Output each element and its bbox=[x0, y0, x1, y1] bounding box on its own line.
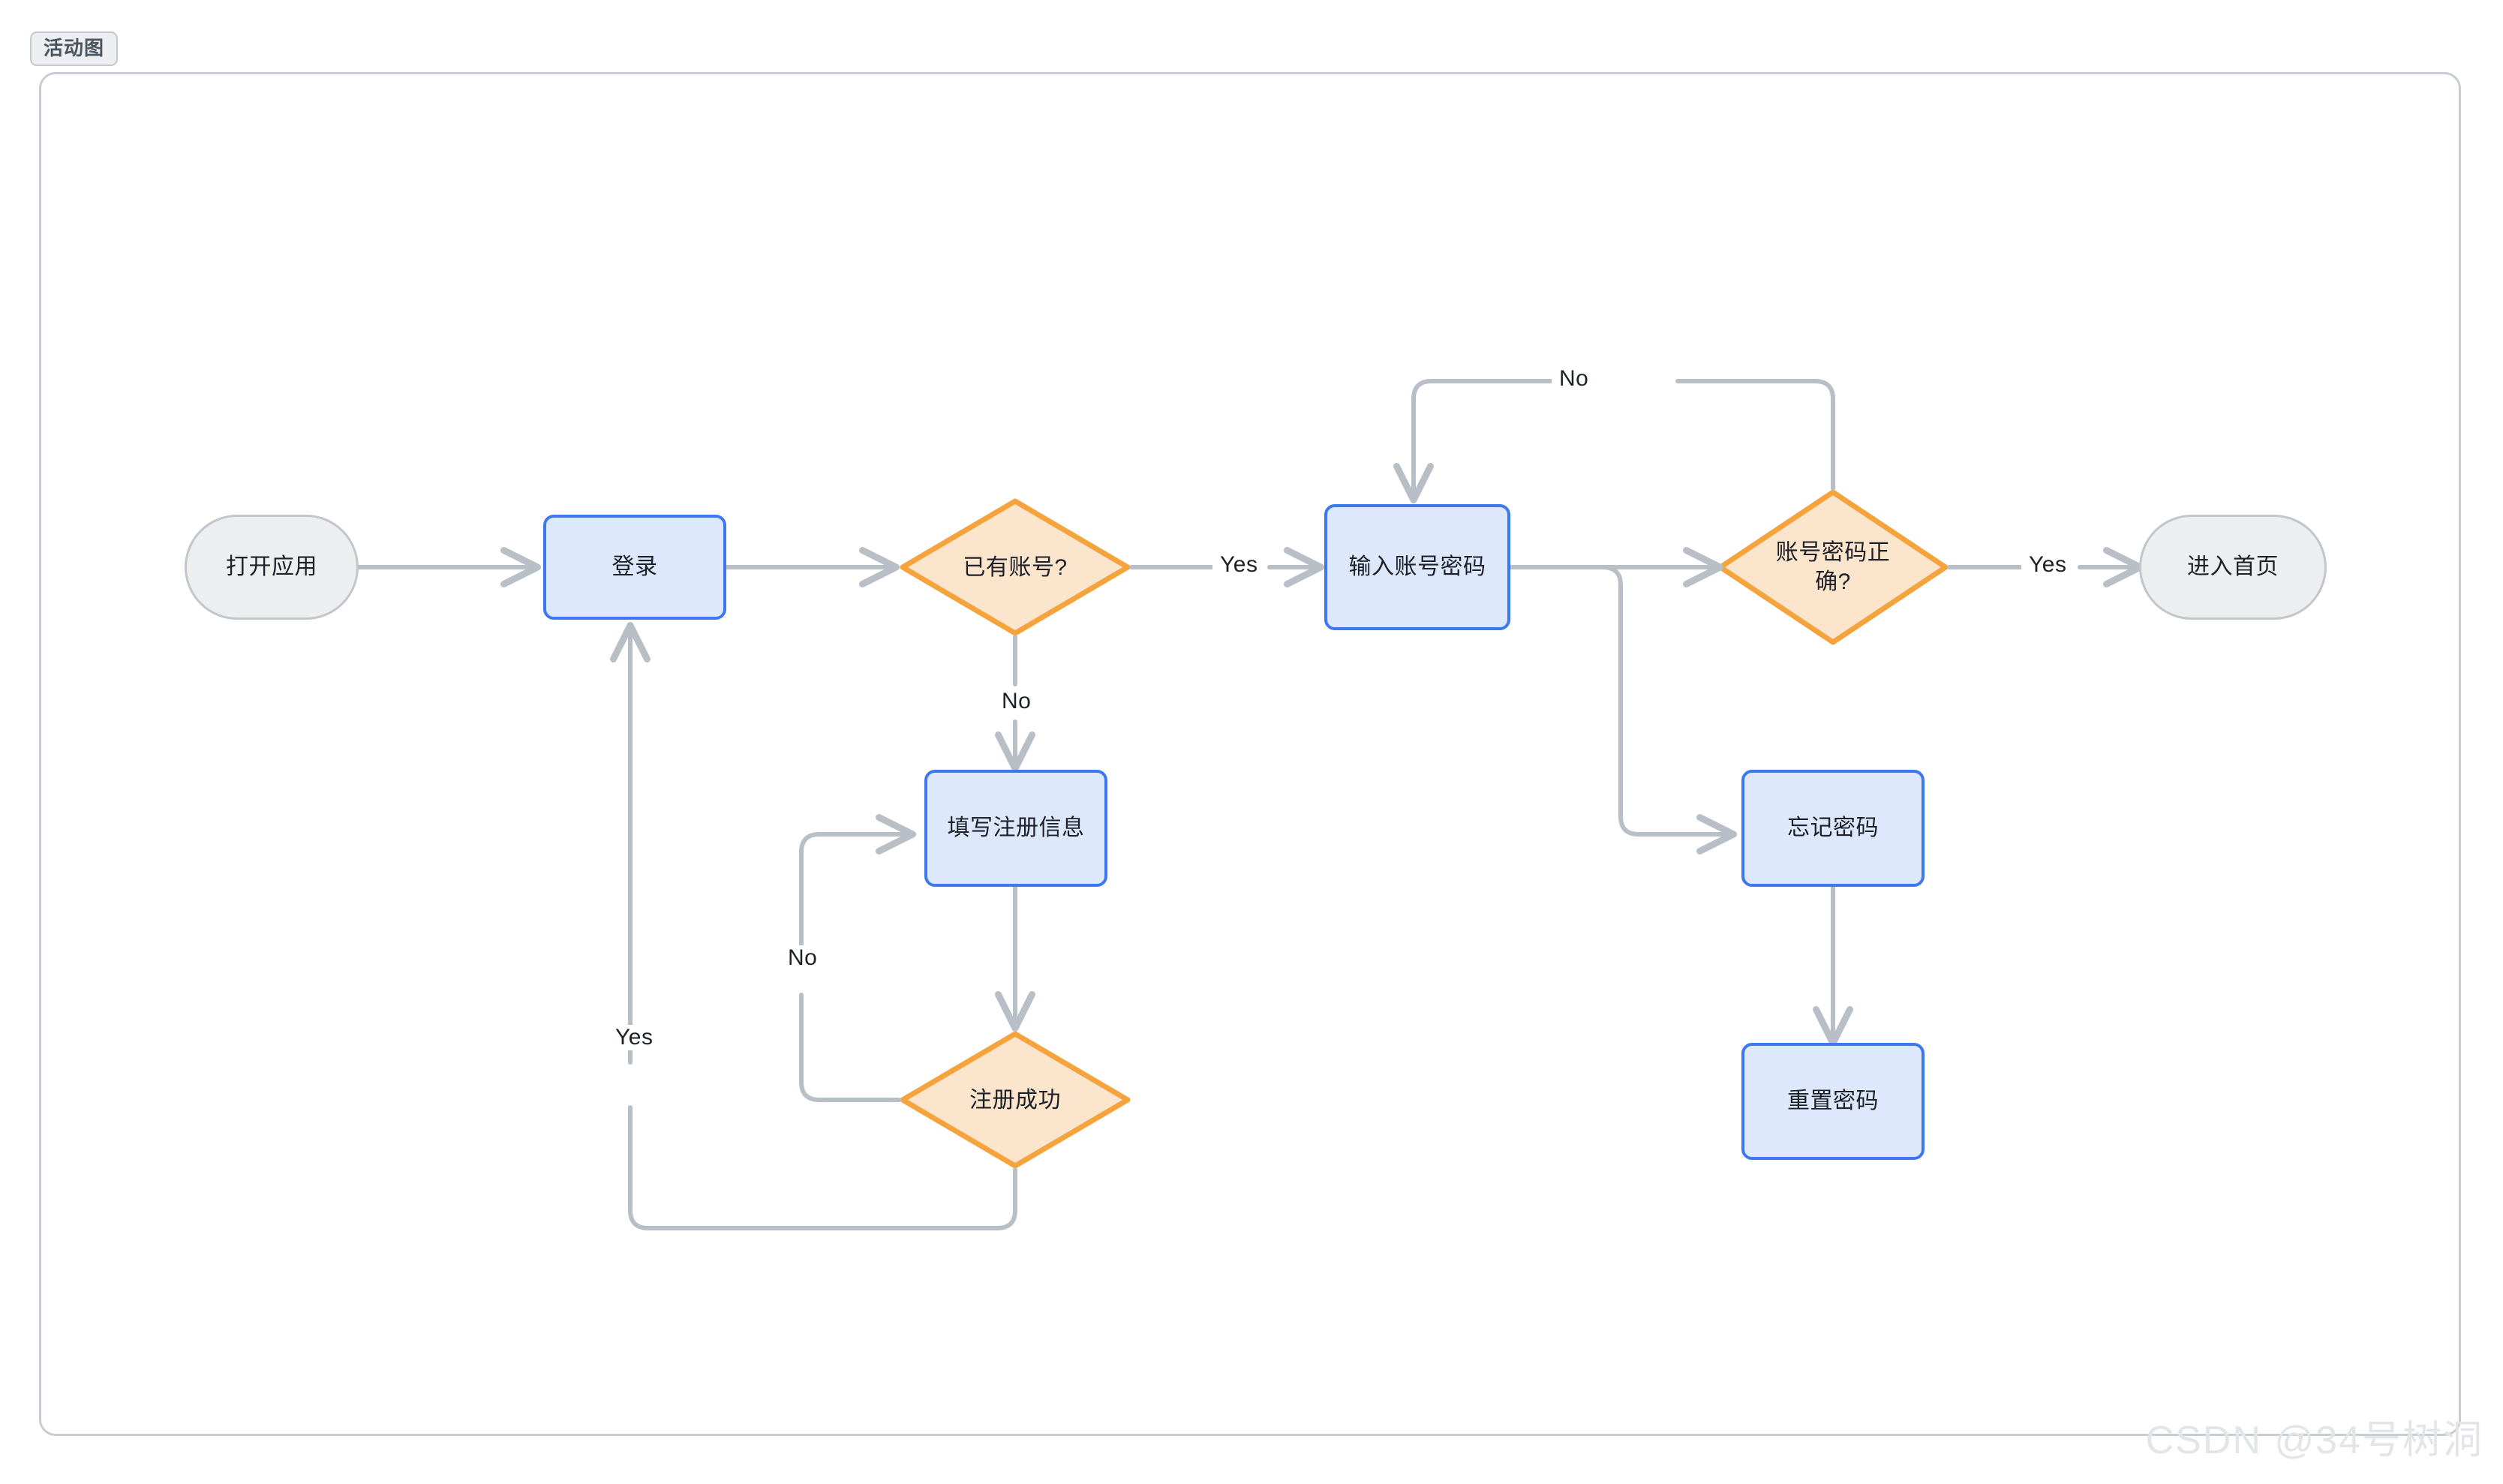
node-fill-register-info-label: 填写注册信息 bbox=[947, 815, 1085, 840]
node-enter-home[interactable]: 进入首页 bbox=[2139, 515, 2327, 620]
edge-register-yes-a bbox=[628, 1105, 1017, 1230]
node-enter-credentials[interactable]: 输入账号密码 bbox=[1324, 504, 1510, 630]
node-login-label: 登录 bbox=[611, 554, 658, 579]
edge-label-register-no: No bbox=[780, 945, 825, 971]
edge-check-no-right bbox=[1675, 379, 1835, 491]
edge-label-have-account-no: No bbox=[994, 689, 1039, 714]
node-enter-credentials-label: 输入账号密码 bbox=[1348, 554, 1486, 579]
node-reset-password-label: 重置密码 bbox=[1787, 1088, 1879, 1113]
decision-register-success-shape bbox=[900, 1031, 1131, 1169]
watermark: CSDN @34号树洞 bbox=[2145, 1419, 2483, 1462]
node-forgot-password[interactable]: 忘记密码 bbox=[1741, 770, 1925, 887]
node-fill-register-info[interactable]: 填写注册信息 bbox=[924, 770, 1107, 887]
decision-have-account-shape bbox=[900, 498, 1131, 636]
edge-register-no-b bbox=[799, 814, 916, 954]
node-open-app-label: 打开应用 bbox=[226, 554, 317, 579]
node-login[interactable]: 登录 bbox=[543, 515, 726, 620]
edge-label-credentials-yes: Yes bbox=[2021, 552, 2075, 578]
tab-activity-diagram[interactable]: 活动图 bbox=[30, 32, 119, 66]
node-enter-home-label: 进入首页 bbox=[2187, 554, 2279, 579]
edge-credentials-to-forgot bbox=[1508, 565, 1737, 855]
edge-label-register-yes: Yes bbox=[608, 1025, 661, 1050]
node-reset-password[interactable]: 重置密码 bbox=[1741, 1043, 1925, 1160]
edge-check-no-left bbox=[1393, 379, 1557, 503]
edge-register-no-a bbox=[799, 993, 901, 1102]
edge-label-have-account-yes: Yes bbox=[1212, 552, 1266, 578]
node-forgot-password-label: 忘记密码 bbox=[1787, 815, 1879, 840]
edge-label-credentials-no: No bbox=[1552, 366, 1597, 392]
decision-credentials-correct-shape bbox=[1717, 489, 1949, 645]
node-open-app[interactable]: 打开应用 bbox=[185, 515, 359, 620]
diagram-panel bbox=[39, 72, 2461, 1436]
